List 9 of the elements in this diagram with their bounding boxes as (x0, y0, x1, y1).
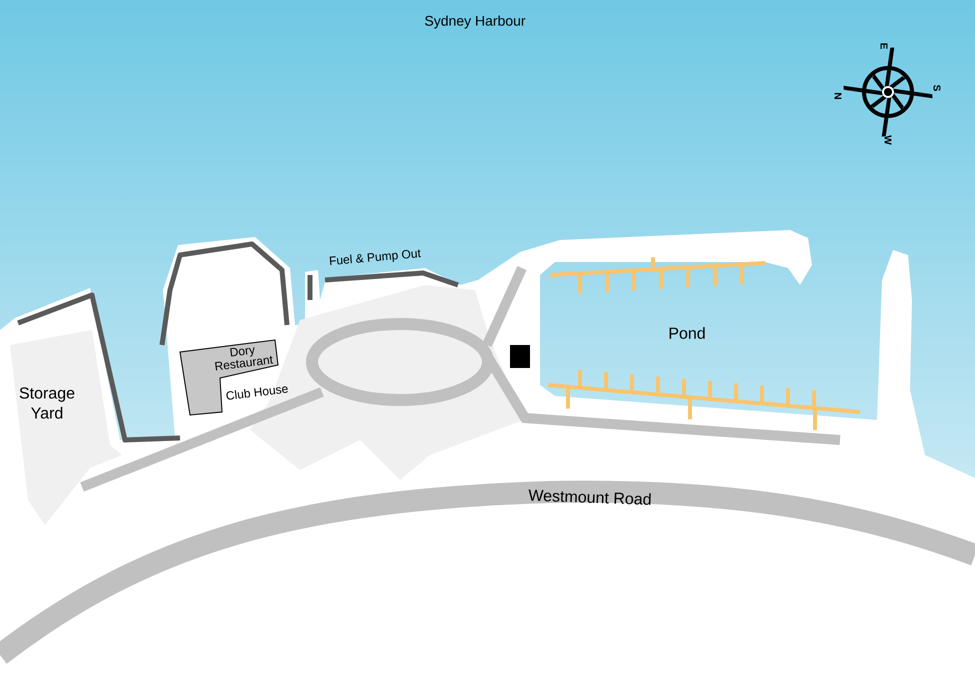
area-label: Storage Yard (20, 387, 74, 419)
water-label: Sydney Harbour (425, 15, 526, 29)
compass-letter: N (834, 93, 842, 99)
road-label: Westmount Road (528, 490, 651, 505)
area-label: Fuel & Pump Out (330, 249, 422, 266)
compass-letter: W (884, 135, 892, 145)
area-label: Pond (670, 327, 705, 339)
compass-letter: S (933, 84, 941, 91)
compass-letter: E (880, 43, 888, 49)
